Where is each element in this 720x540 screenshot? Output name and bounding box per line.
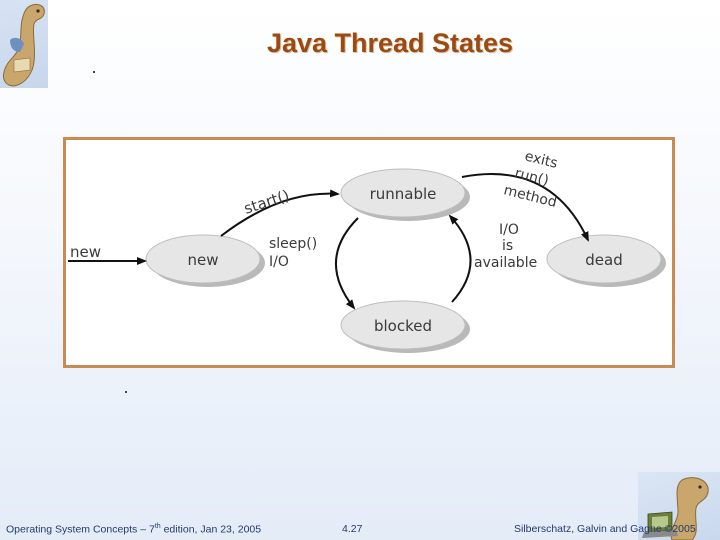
sleep-label: sleep()	[269, 236, 317, 252]
state-blocked: blocked	[340, 300, 470, 353]
dinosaur-logo-bottom	[638, 472, 720, 540]
state-new: new	[145, 234, 265, 287]
exits-arrow	[461, 173, 589, 242]
entry-label: new	[70, 243, 101, 261]
dinosaur-logo-top	[0, 0, 48, 88]
state-dead-label: dead	[585, 251, 622, 269]
start-arrow	[220, 189, 340, 237]
io-available-label-line1: I/O	[499, 222, 519, 238]
start-label: start()	[242, 186, 292, 218]
thread-state-diagram: new runnable blocked dead new start() ex…	[63, 137, 675, 368]
dinosaur-icon	[3, 3, 45, 87]
state-runnable: runnable	[340, 168, 470, 221]
io-available-label-line2: is	[502, 238, 513, 254]
state-blocked-label: blocked	[374, 317, 432, 335]
exits-label-line3: method	[502, 182, 558, 211]
sleep-arrow	[334, 217, 359, 310]
dinosaur-laptop-icon	[642, 477, 709, 540]
exits-label-line1: exits	[523, 148, 559, 172]
state-dead: dead	[546, 234, 666, 287]
footer-page-number: 4.27	[342, 523, 363, 535]
io-available-arrow	[448, 214, 472, 303]
state-runnable-label: runnable	[370, 185, 437, 203]
io-label: I/O	[269, 254, 289, 270]
stray-dot	[125, 391, 127, 393]
page-title: Java Thread States	[266, 28, 514, 58]
footer-copyright: Silberschatz, Galvin and Gagne ©2005	[514, 523, 696, 535]
footer-book-title: Operating System Concepts – 7th edition,…	[6, 523, 262, 536]
state-new-label: new	[187, 251, 218, 269]
io-available-label-line3: available	[474, 255, 537, 271]
stray-dot	[93, 71, 95, 73]
